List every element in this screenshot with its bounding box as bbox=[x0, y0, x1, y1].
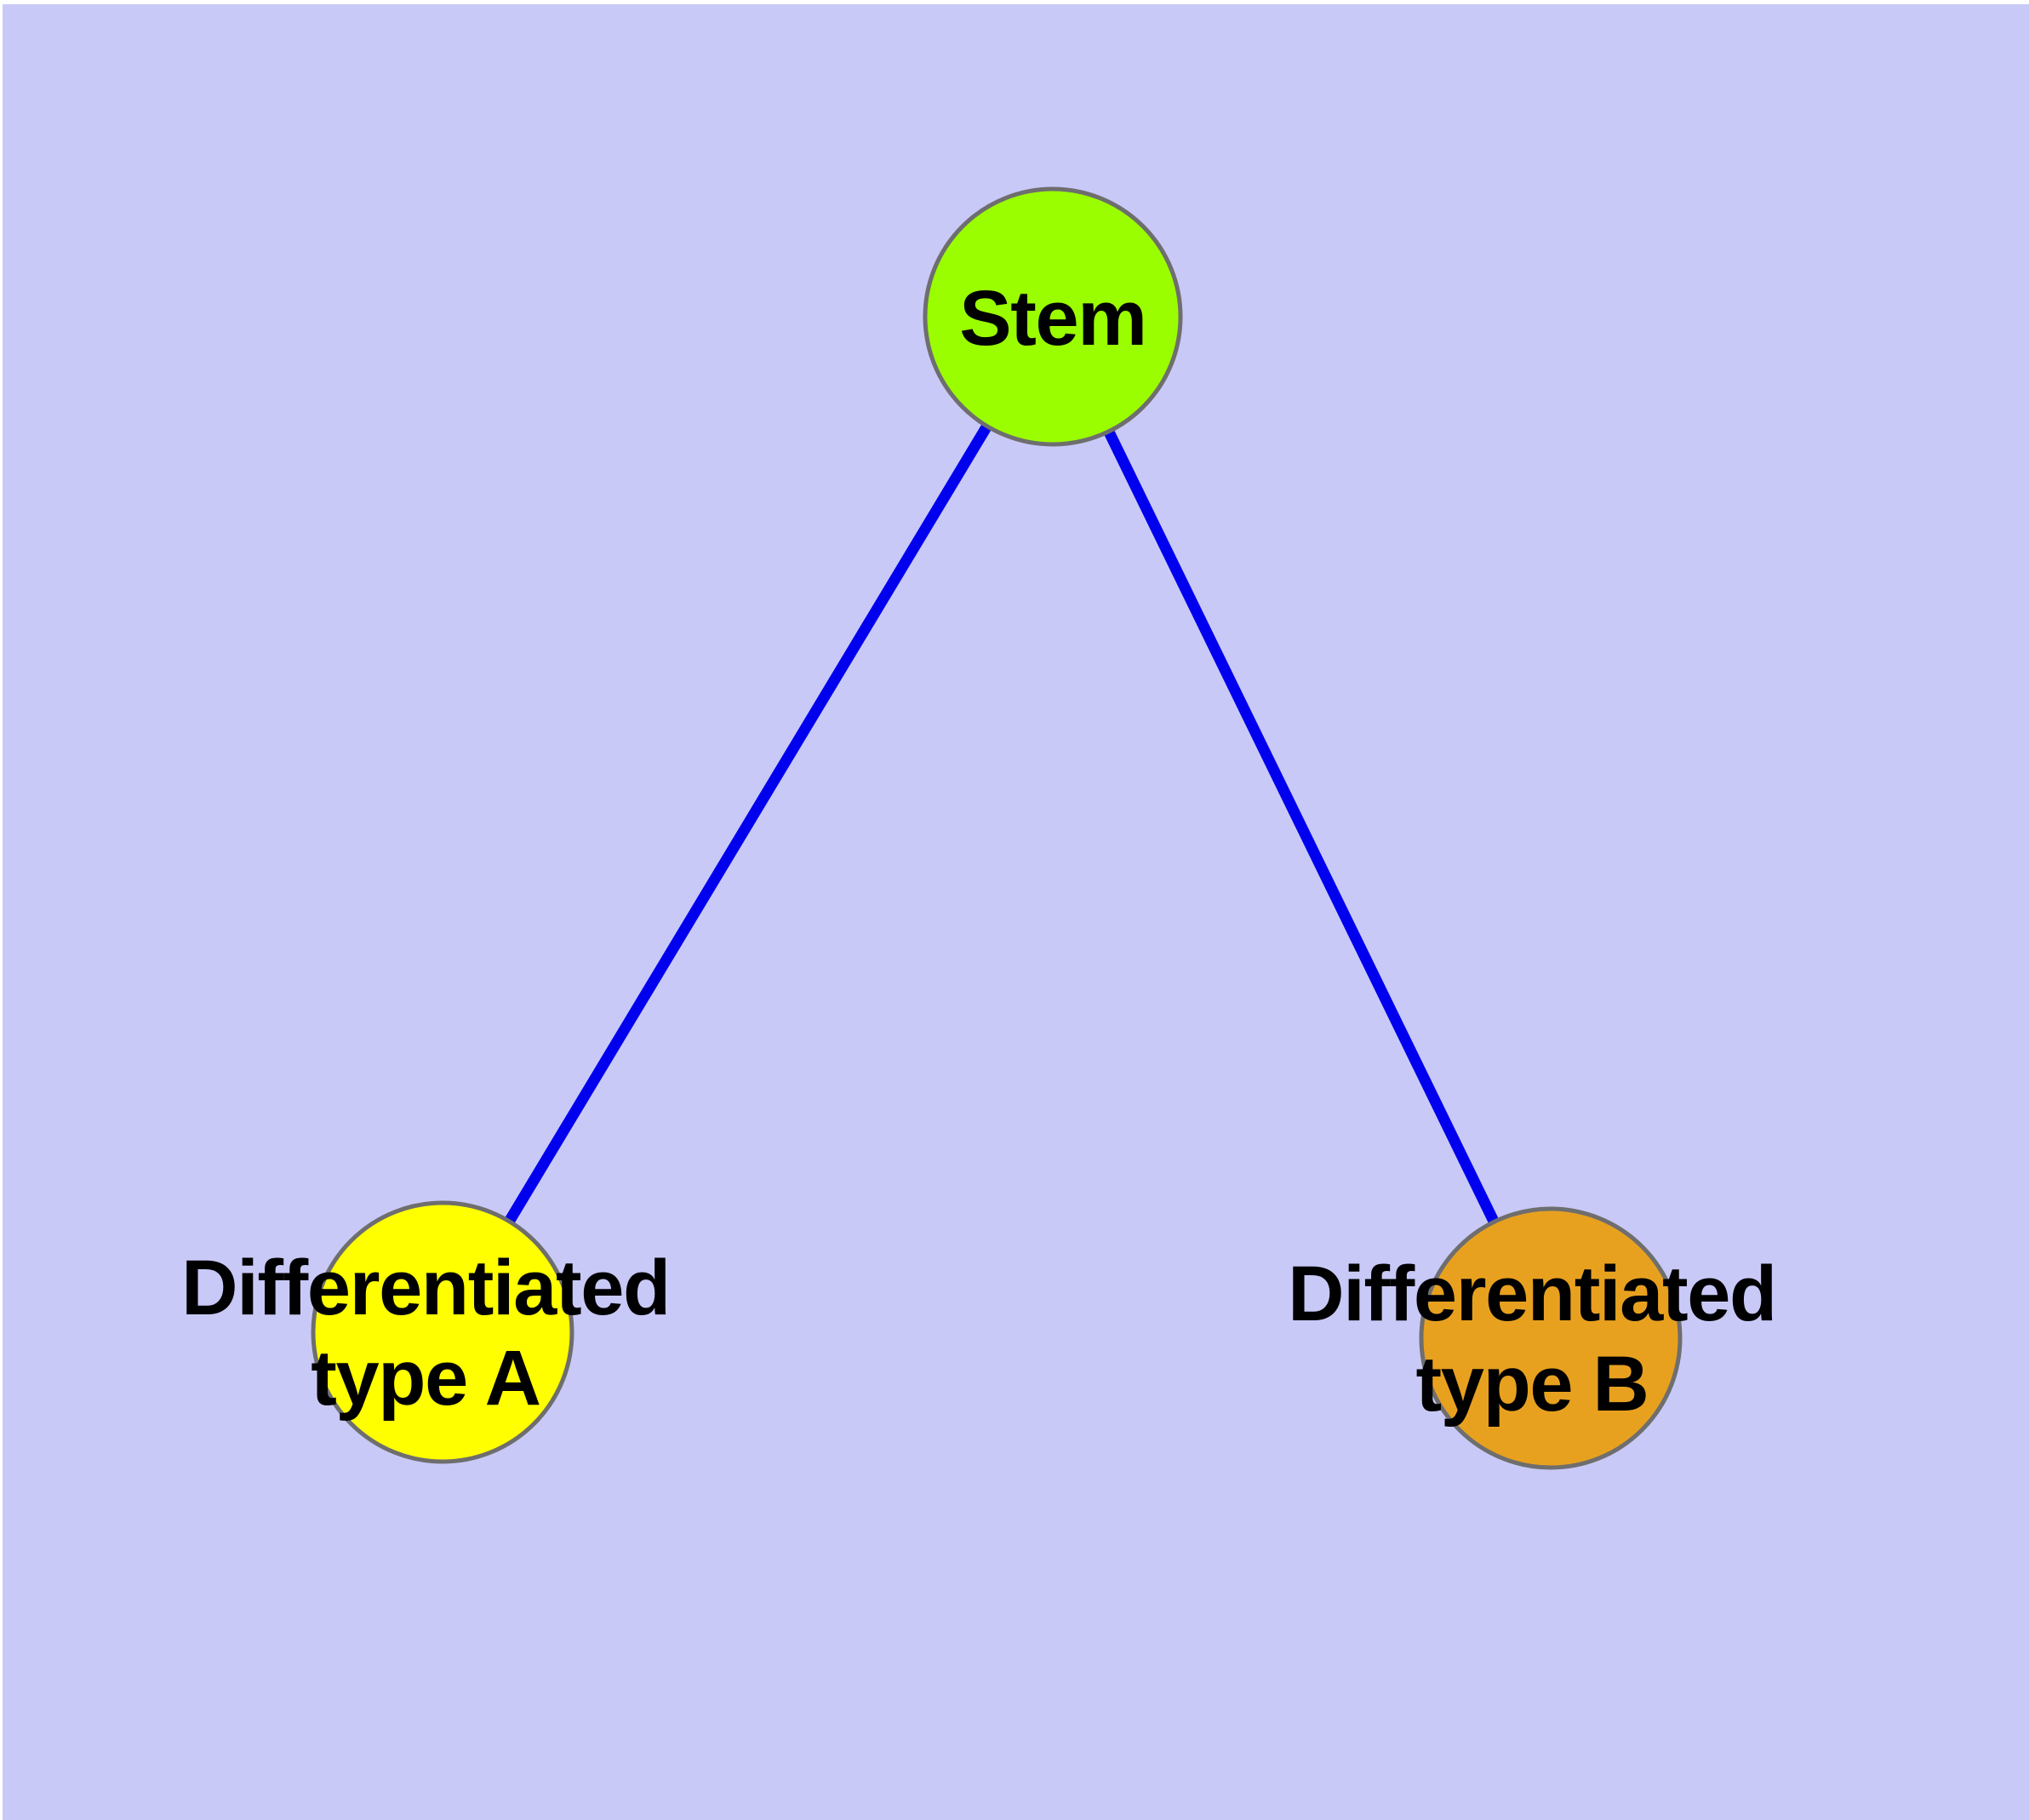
node-type-b-label: Differentiated type B bbox=[1288, 1249, 1777, 1429]
node-stem-circle bbox=[923, 186, 1183, 447]
edge-stem-to-type-b bbox=[1048, 314, 1556, 1341]
node-type-b-circle bbox=[1419, 1206, 1683, 1470]
node-type-a-label-line2: type A bbox=[311, 1335, 541, 1422]
node-type-a-label-line1: Differentiated bbox=[181, 1245, 671, 1331]
node-type-b-label-line2: type B bbox=[1415, 1341, 1649, 1428]
canvas-left-margin bbox=[0, 0, 3, 1820]
node-type-a-label: Differentiated type A bbox=[181, 1243, 671, 1423]
node-type-a-circle bbox=[311, 1200, 574, 1464]
node-type-b-label-line1: Differentiated bbox=[1288, 1251, 1777, 1337]
node-stem-label: Stem bbox=[959, 273, 1147, 363]
node-stem-label-text: Stem bbox=[959, 275, 1147, 362]
canvas-top-margin bbox=[0, 0, 2029, 4]
edge-stem-to-type-a bbox=[437, 313, 1058, 1336]
